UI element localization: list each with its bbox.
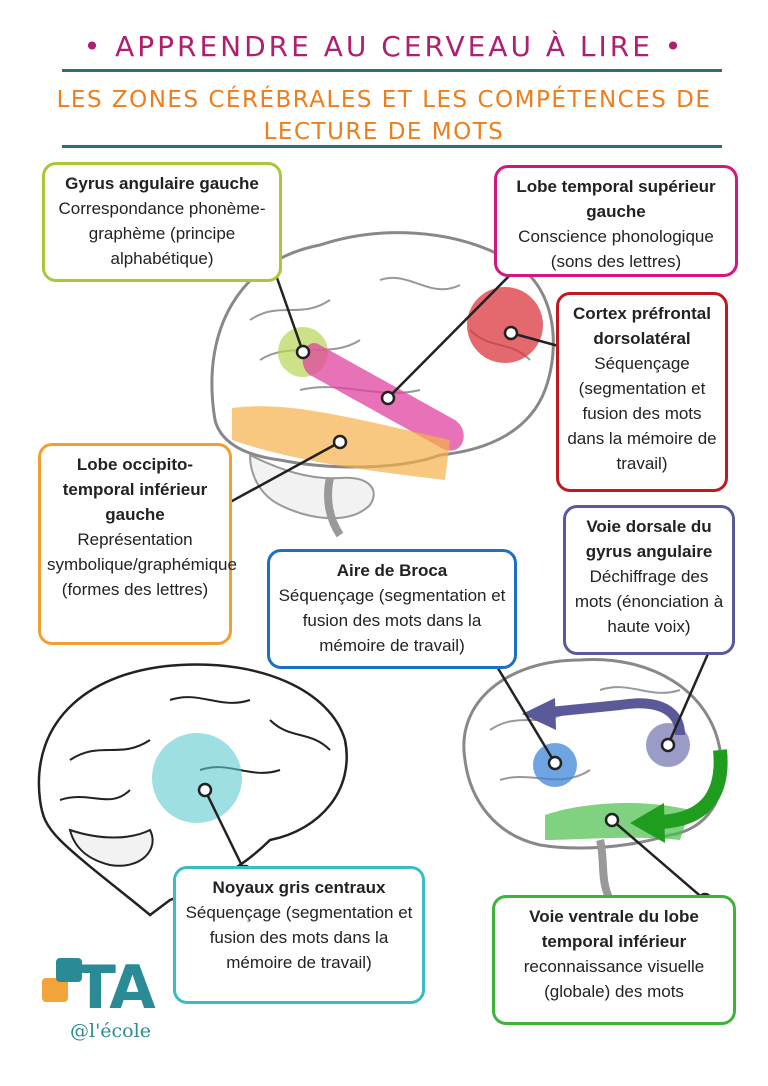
box-aire-broca: Aire de Broca Séquençage (segmentation e… bbox=[267, 549, 517, 669]
box-voie-ventrale: Voie ventrale du lobe temporal inférieur… bbox=[492, 895, 736, 1025]
logo-mark: TA bbox=[75, 953, 156, 1023]
ventral-arrow bbox=[659, 749, 728, 829]
sagittal-brain bbox=[37, 663, 348, 917]
box-text: Séquençage (segmentation et fusion des m… bbox=[185, 903, 413, 972]
prefrontal-zone bbox=[467, 287, 543, 363]
box-title: Lobe temporal supérieur gauche bbox=[516, 177, 716, 221]
box-title: Lobe occipito-temporal inférieur gauche bbox=[62, 455, 208, 524]
box-title: Noyaux gris centraux bbox=[212, 878, 386, 897]
box-text: Représentation symbolique/graphémique (f… bbox=[47, 530, 237, 599]
title-rule-top bbox=[62, 69, 722, 72]
title-rule-bottom bbox=[62, 145, 722, 148]
box-title: Voie ventrale du lobe temporal inférieur bbox=[529, 907, 699, 951]
pathways-brain bbox=[462, 632, 728, 908]
box-text: Conscience phonologique (sons des lettre… bbox=[518, 227, 714, 271]
box-text: Séquençage (segmentation et fusion des m… bbox=[278, 586, 506, 655]
logo-subtitle: @l'école bbox=[70, 1020, 151, 1042]
page-subtitle: LES ZONES CÉRÉBRALES ET LES COMPÉTENCES … bbox=[56, 87, 712, 145]
box-text: reconnaissance visuelle (globale) des mo… bbox=[523, 957, 705, 1001]
box-cortex-prefrontal: Cortex préfrontal dorsolatéral Séquençag… bbox=[556, 292, 728, 492]
box-text: Séquençage (segmentation et fusion des m… bbox=[567, 354, 717, 473]
dorsal-arrow bbox=[549, 698, 685, 736]
box-lobe-temporal: Lobe temporal supérieur gauche Conscienc… bbox=[494, 165, 738, 277]
noyaux-zone bbox=[152, 733, 242, 823]
page-title: • APPRENDRE AU CERVEAU À LIRE • bbox=[83, 30, 685, 63]
box-title: Aire de Broca bbox=[336, 561, 448, 580]
main-brain bbox=[204, 231, 581, 538]
box-voie-dorsale: Voie dorsale du gyrus angulaire Déchiffr… bbox=[563, 505, 735, 655]
box-text: Déchiffrage des mots (énonciation à haut… bbox=[574, 567, 724, 636]
box-gyrus-angulaire: Gyrus angulaire gauche Correspondance ph… bbox=[42, 162, 282, 282]
box-text: Correspondance phonème-graphème (princip… bbox=[58, 199, 266, 268]
box-title: Cortex préfrontal dorsolatéral bbox=[573, 304, 711, 348]
box-title: Gyrus angulaire gauche bbox=[65, 174, 259, 193]
box-noyaux-gris: Noyaux gris centraux Séquençage (segment… bbox=[173, 866, 425, 1004]
box-lobe-occipito: Lobe occipito-temporal inférieur gauche … bbox=[38, 443, 237, 645]
logo-bubbles bbox=[42, 958, 82, 1002]
box-title: Voie dorsale du gyrus angulaire bbox=[585, 517, 713, 561]
